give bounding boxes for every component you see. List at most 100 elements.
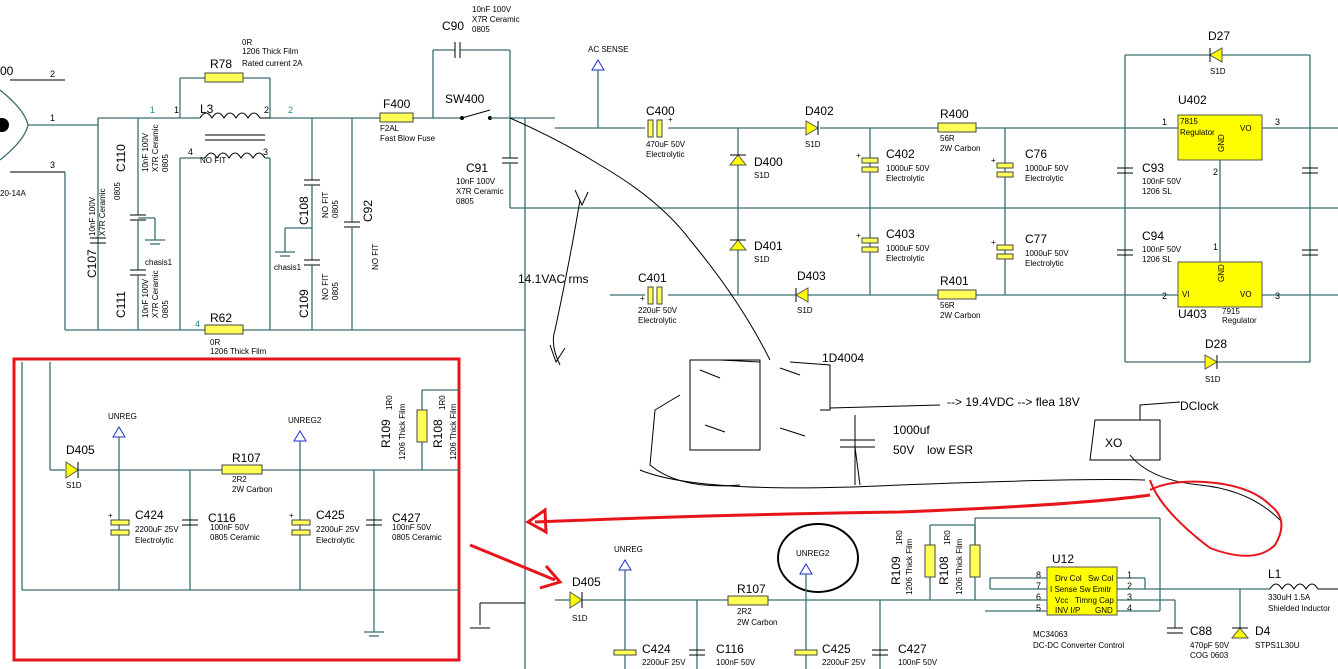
svg-text:0R: 0R: [242, 38, 252, 47]
svg-text:D405: D405: [66, 443, 95, 457]
svg-text:S1D: S1D: [1210, 67, 1226, 76]
svg-text:C424: C424: [642, 642, 671, 656]
svg-text:100nF 50V: 100nF 50V: [392, 523, 432, 532]
resistor-r62: R62 0R 1206 Thick Film: [204, 311, 267, 356]
bulk-caps: + C402 1000uF 50V Electrolytic + C403 10…: [856, 128, 1069, 295]
svg-text:3: 3: [263, 147, 268, 157]
svg-text:D405: D405: [572, 575, 601, 589]
net-label: 1: [150, 105, 155, 115]
svg-text:AC SENSE: AC SENSE: [588, 45, 628, 54]
svg-text:3: 3: [1275, 117, 1280, 127]
svg-text:1000uF 50V: 1000uF 50V: [886, 244, 930, 253]
svg-text:1R0: 1R0: [943, 530, 952, 545]
red-annotations: [469, 479, 1283, 590]
svg-text:GND: GND: [1217, 134, 1226, 152]
svg-text:56R: 56R: [940, 301, 955, 310]
svg-text:Drv Col: Drv Col: [1055, 574, 1082, 583]
svg-text:3: 3: [1127, 592, 1132, 602]
svg-text:0805: 0805: [331, 282, 340, 300]
diode-bridge: D400 S1D D401 S1D: [728, 128, 783, 295]
svg-text:10nF 100V: 10nF 100V: [472, 5, 512, 14]
svg-text:DC-DC Converter Control: DC-DC Converter Control: [1033, 641, 1124, 650]
svg-text:VO: VO: [1240, 290, 1252, 299]
svg-text:50V: 50V: [893, 443, 914, 457]
svg-text:U402: U402: [1178, 93, 1207, 107]
svg-text:C94: C94: [1142, 229, 1164, 243]
svg-text:D28: D28: [1205, 337, 1227, 351]
svg-text:7815: 7815: [1180, 117, 1198, 126]
svg-text:1206 Thick Film: 1206 Thick Film: [955, 538, 964, 595]
svg-text:C76: C76: [1025, 147, 1047, 161]
pin-label: 1: [50, 113, 55, 123]
svg-text:INV I/P: INV I/P: [1055, 606, 1080, 615]
highlight-box: [12, 357, 461, 662]
svg-text:100nF 50V: 100nF 50V: [1142, 245, 1182, 254]
svg-text:S1D: S1D: [572, 614, 588, 623]
svg-text:2W Carbon: 2W Carbon: [940, 144, 980, 153]
svg-text:2: 2: [288, 105, 293, 115]
svg-text:C402: C402: [886, 147, 915, 161]
svg-text:C116: C116: [208, 511, 236, 525]
svg-text:R78: R78: [210, 57, 232, 71]
unreg-section-boxed: D405 S1D UNREG UNREG2 R107 2R2 2W Carbon…: [21, 362, 460, 637]
svg-text:S1D: S1D: [797, 306, 813, 315]
svg-text:X7R Ceramic: X7R Ceramic: [472, 15, 520, 24]
svg-text:470uF 50V: 470uF 50V: [646, 140, 686, 149]
svg-text:Electrolytic: Electrolytic: [638, 316, 677, 325]
ground-bottom: [470, 602, 525, 629]
svg-text:L1: L1: [1268, 567, 1282, 581]
svg-text:R107: R107: [232, 451, 261, 465]
svg-text:X7R Ceramic: X7R Ceramic: [151, 270, 160, 318]
pin-label: 3: [50, 160, 55, 170]
svg-text:chasis1: chasis1: [145, 258, 173, 267]
svg-text:S1D: S1D: [754, 255, 770, 264]
svg-text:10nF 100V: 10nF 100V: [88, 196, 97, 236]
svg-text:C109: C109: [297, 289, 311, 318]
capacitors-nofit: chasis1 C108 NO FIT 0805 C109 NO FIT 080…: [274, 118, 380, 330]
svg-text:56R: 56R: [940, 134, 955, 143]
svg-text:C425: C425: [316, 508, 345, 522]
xo-label: XO: [1105, 436, 1122, 450]
svg-text:D400: D400: [754, 155, 783, 169]
svg-text:2200uF 25V: 2200uF 25V: [316, 525, 360, 534]
svg-text:100nF 50V: 100nF 50V: [898, 658, 938, 667]
svg-text:STPS1L30U: STPS1L30U: [1255, 641, 1300, 650]
svg-text:100nF 50V: 100nF 50V: [716, 658, 756, 667]
svg-text:COG 0603: COG 0603: [1190, 651, 1229, 660]
svg-text:UNREG: UNREG: [614, 545, 643, 554]
svg-text:R108: R108: [431, 419, 445, 448]
svg-text:C400: C400: [646, 104, 675, 118]
svg-text:2: 2: [264, 105, 269, 115]
svg-text:X7R Ceramic: X7R Ceramic: [151, 124, 160, 172]
svg-text:Electrolytic: Electrolytic: [646, 150, 685, 159]
svg-text:NO FIT: NO FIT: [321, 192, 330, 218]
svg-text:D403: D403: [797, 269, 826, 283]
svg-text:6: 6: [1036, 592, 1041, 602]
svg-text:0805: 0805: [472, 25, 490, 34]
svg-text:10nF 100V: 10nF 100V: [141, 132, 150, 172]
svg-text:UNREG2: UNREG2: [796, 549, 830, 558]
svg-text:4: 4: [188, 147, 193, 157]
svg-text:2200uF 25V: 2200uF 25V: [135, 525, 179, 534]
svg-text:D4: D4: [1255, 624, 1271, 638]
svg-text:NO FIT: NO FIT: [371, 244, 380, 270]
svg-text:R109: R109: [379, 419, 393, 448]
svg-text:Regulator: Regulator: [1180, 128, 1215, 137]
cap-c400: + C400 470uF 50V Electrolytic: [646, 104, 686, 159]
svg-text:Shielded Inductor: Shielded Inductor: [1268, 604, 1331, 613]
capacitors-emi: chasis1 C110 10nF 100V X7R Ceramic 0805 …: [85, 118, 173, 330]
svg-text:C90: C90: [442, 19, 464, 33]
svg-text:1R0: 1R0: [438, 395, 447, 410]
vdc-label: --> 19.4VDC --> flea 18V: [947, 395, 1080, 409]
svg-text:+: +: [991, 156, 996, 165]
svg-text:220uF 50V: 220uF 50V: [638, 306, 678, 315]
hand-annotations: 14.1VAC rms 1D4004 1000uf 50V low ESR --…: [509, 117, 1281, 521]
svg-text:1000uF 50V: 1000uF 50V: [886, 164, 930, 173]
svg-text:S1D: S1D: [66, 481, 82, 490]
svg-text:+: +: [289, 511, 294, 520]
svg-text:1206 Thick Film: 1206 Thick Film: [242, 47, 299, 56]
svg-text:Electrolytic: Electrolytic: [135, 536, 174, 545]
svg-text:X7R Ceramic: X7R Ceramic: [98, 188, 107, 236]
svg-text:2: 2: [1162, 291, 1167, 301]
